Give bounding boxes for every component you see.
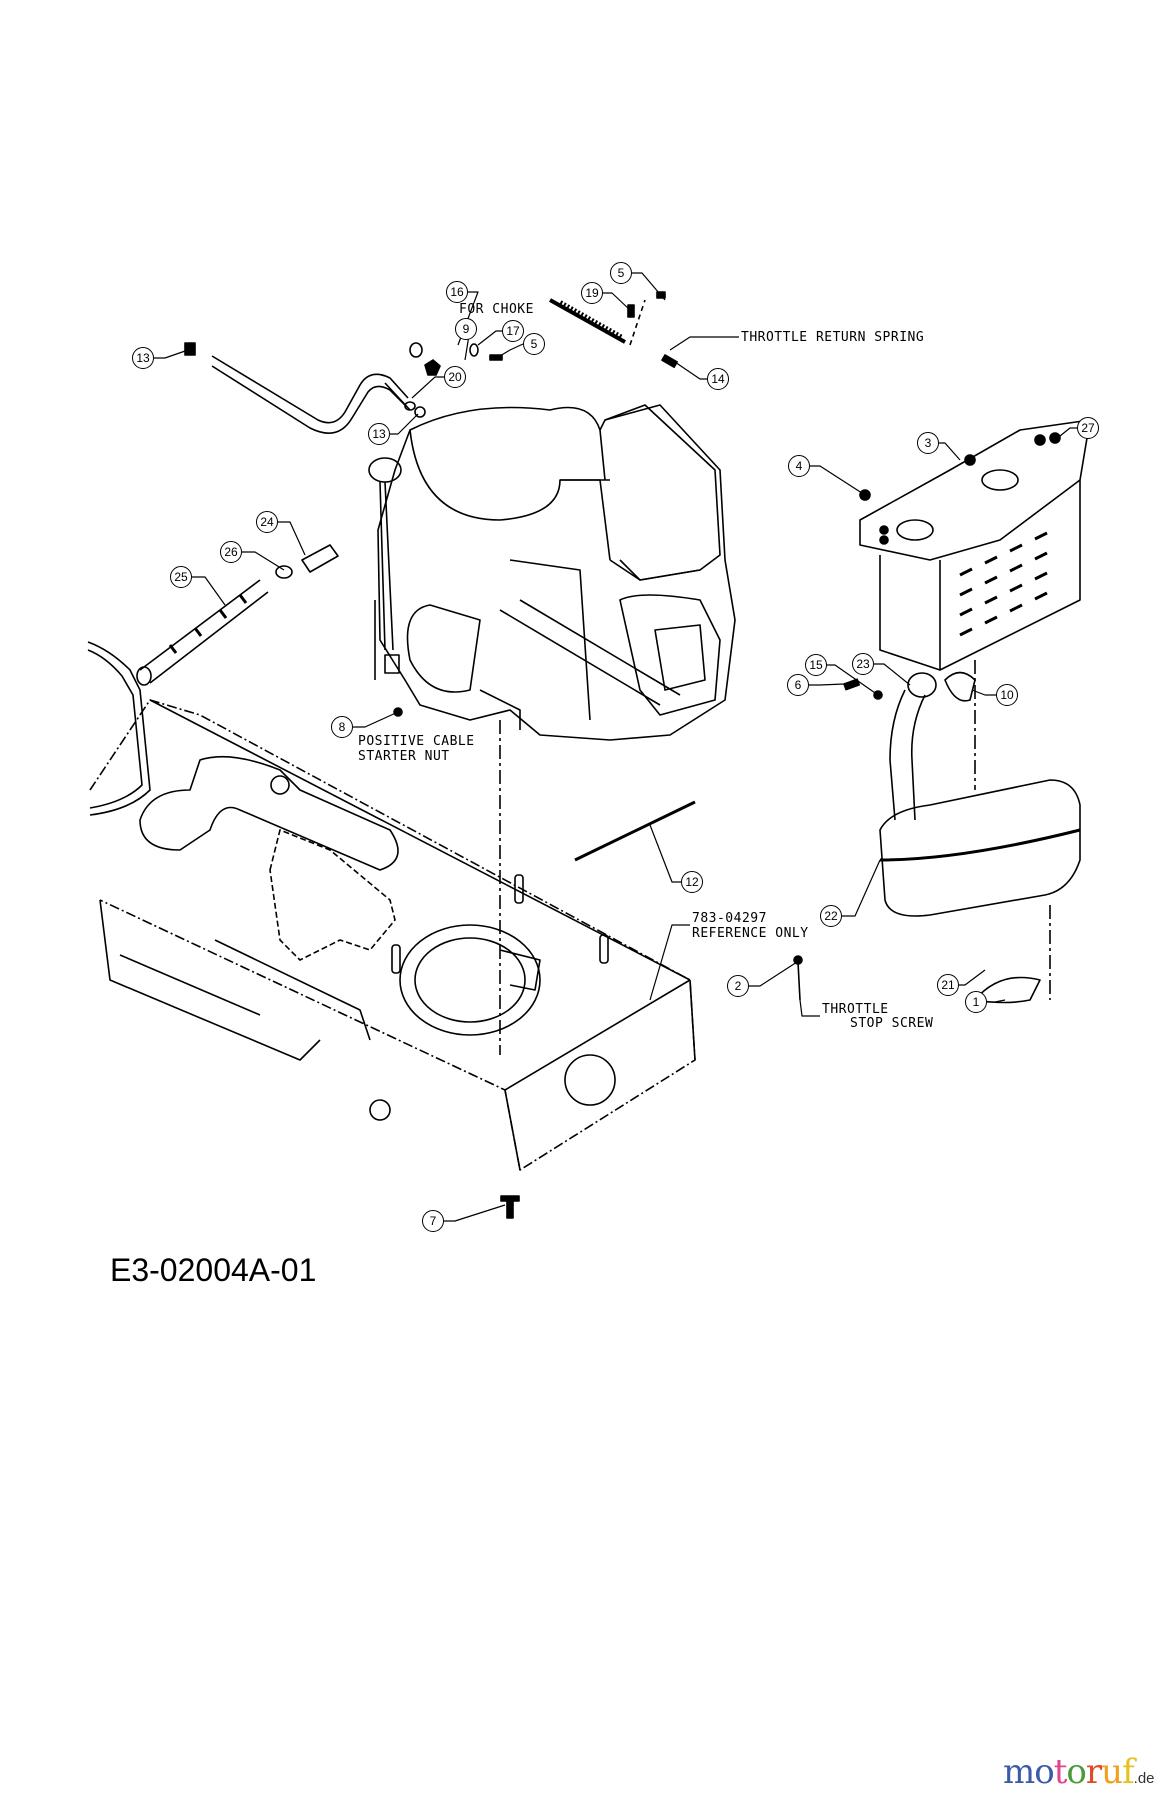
callout-26[interactable]: 26 <box>220 541 242 563</box>
callout-7[interactable]: 7 <box>422 1210 444 1232</box>
callout-13[interactable]: 13 <box>132 347 154 369</box>
callout-6[interactable]: 6 <box>787 674 809 696</box>
callout-14[interactable]: 14 <box>707 368 729 390</box>
callout-27[interactable]: 27 <box>1077 417 1099 439</box>
callout-8[interactable]: 8 <box>331 716 353 738</box>
logo-letter: o <box>1034 1752 1055 1792</box>
note-reference-only: REFERENCE ONLY <box>692 926 809 941</box>
callout-19[interactable]: 19 <box>581 282 603 304</box>
diagram-code: E3-02004A-01 <box>110 1252 317 1288</box>
muffler <box>879 660 1081 1004</box>
callout-21[interactable]: 21 <box>937 974 959 996</box>
callout-4[interactable]: 4 <box>788 455 810 477</box>
callout-23[interactable]: 23 <box>852 653 874 675</box>
callout-22[interactable]: 22 <box>820 905 842 927</box>
callout-5[interactable]: 5 <box>523 333 545 355</box>
callout-1[interactable]: 1 <box>965 991 987 1013</box>
note-for-choke: FOR CHOKE <box>459 302 534 317</box>
callout-15[interactable]: 15 <box>805 654 827 676</box>
note-positive-cable: POSITIVE CABLE <box>358 734 475 749</box>
callout-2[interactable]: 2 <box>727 975 749 997</box>
throttle-spring <box>549 298 646 346</box>
callout-5[interactable]: 5 <box>610 262 632 284</box>
callout-9[interactable]: 9 <box>455 318 477 340</box>
note-throttle: THROTTLE <box>822 1002 889 1017</box>
chassis-frame <box>89 699 696 1171</box>
callout-17[interactable]: 17 <box>502 320 524 342</box>
logo-letter: f <box>1122 1752 1135 1792</box>
bolt-12 <box>574 800 696 862</box>
logo-letter: m <box>1003 1752 1035 1792</box>
logo-letter: r <box>1085 1752 1102 1792</box>
logo-letter: t <box>1053 1752 1068 1792</box>
motoruf-logo[interactable]: motoruf.de <box>1003 1752 1155 1792</box>
callout-10[interactable]: 10 <box>996 684 1018 706</box>
note-starter-nut: STARTER NUT <box>358 749 450 764</box>
callout-24[interactable]: 24 <box>256 511 278 533</box>
note-frame-part-number: 783-04297 <box>692 911 767 926</box>
logo-letter: u <box>1101 1752 1123 1792</box>
callout-3[interactable]: 3 <box>917 432 939 454</box>
callout-25[interactable]: 25 <box>170 566 192 588</box>
fasteners <box>393 454 976 1219</box>
leader-lines <box>154 272 1077 1222</box>
note-stop-screw: STOP SCREW <box>850 1016 934 1031</box>
fuel-line <box>87 641 151 816</box>
throttle-shaft <box>136 544 339 686</box>
engine <box>368 404 736 741</box>
callout-13[interactable]: 13 <box>368 423 390 445</box>
logo-letter: o <box>1066 1752 1087 1792</box>
logo-suffix: .de <box>1133 1770 1155 1787</box>
small-hardware <box>184 291 678 418</box>
callout-12[interactable]: 12 <box>681 871 703 893</box>
note-throttle-return-spring: THROTTLE RETURN SPRING <box>741 330 925 345</box>
callout-20[interactable]: 20 <box>444 366 466 388</box>
choke-rod <box>211 355 416 434</box>
callout-16[interactable]: 16 <box>446 281 468 303</box>
